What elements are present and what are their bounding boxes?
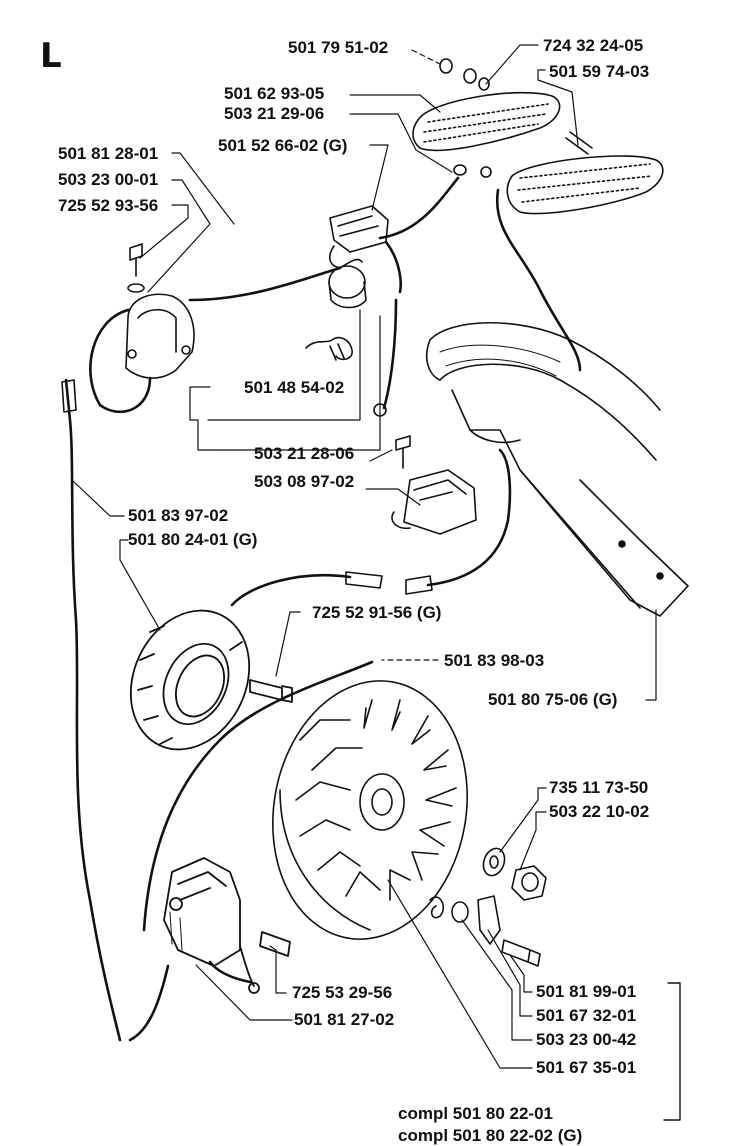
- compl-label-2: compl 501 80 22-02 (G): [398, 1126, 583, 1145]
- ignition-module-top: [328, 205, 389, 309]
- part-label-501673201: 501 67 32-01: [536, 1006, 637, 1025]
- spark-plug-cap-right: [506, 155, 664, 215]
- nut-washer-stack: [429, 847, 547, 967]
- spring-clip: [305, 336, 353, 361]
- part-label-501485402: 501 48 54-02: [244, 378, 345, 397]
- part-label-501819901: 501 81 99-01: [536, 982, 637, 1001]
- part-label-503212806: 503 21 28-06: [254, 444, 355, 463]
- part-label-503221002: 503 22 10-02: [549, 802, 650, 821]
- section-letter: L: [40, 36, 62, 76]
- part-label-501839702: 501 83 97-02: [128, 506, 229, 525]
- part-label-503230001: 503 23 00-01: [58, 170, 159, 189]
- ignition-module: [391, 435, 477, 535]
- part-label-503230042: 503 23 00-42: [536, 1030, 637, 1049]
- part-label-735117350: 735 11 73-50: [549, 778, 649, 797]
- part-label-725529156: 725 52 91-56 (G): [312, 603, 442, 622]
- stator-ring: [129, 609, 293, 751]
- part-label-501812702: 501 81 27-02: [294, 1010, 395, 1029]
- part-label-501629305: 501 62 93-05: [224, 84, 325, 103]
- part-label-501807506: 501 80 75-06 (G): [488, 690, 618, 709]
- part-label-724322405: 724 32 24-05: [543, 36, 644, 55]
- flywheel: [272, 680, 468, 940]
- part-label-503212906: 503 21 29-06: [224, 104, 325, 123]
- part-label-501673501: 501 67 35-01: [536, 1058, 637, 1077]
- part-label-501526602: 501 52 66-02 (G): [218, 136, 348, 155]
- wires: [64, 176, 582, 1042]
- part-label-725532956: 725 53 29-56: [292, 983, 393, 1002]
- small-washers-top: [439, 58, 593, 178]
- part-label-503089702: 503 08 97-02: [254, 472, 355, 491]
- switch-housing: [125, 243, 195, 379]
- part-label-725529356: 725 52 93-56: [58, 196, 159, 215]
- handle-bar: [425, 321, 689, 617]
- ignition-coil: [163, 857, 291, 994]
- connector-tips: [61, 379, 433, 595]
- compl-label-1: compl 501 80 22-01: [398, 1104, 553, 1123]
- leader-lines: [71, 44, 681, 1121]
- part-label-501795102: 501 79 51-02: [288, 38, 389, 57]
- part-label-501839803: 501 83 98-03: [444, 651, 545, 670]
- spark-plug-cap-left: [412, 91, 561, 152]
- part-label-501597403: 501 59 74-03: [549, 62, 650, 81]
- part-label-501802401: 501 80 24-01 (G): [128, 530, 258, 549]
- part-label-501812801: 501 81 28-01: [58, 144, 159, 163]
